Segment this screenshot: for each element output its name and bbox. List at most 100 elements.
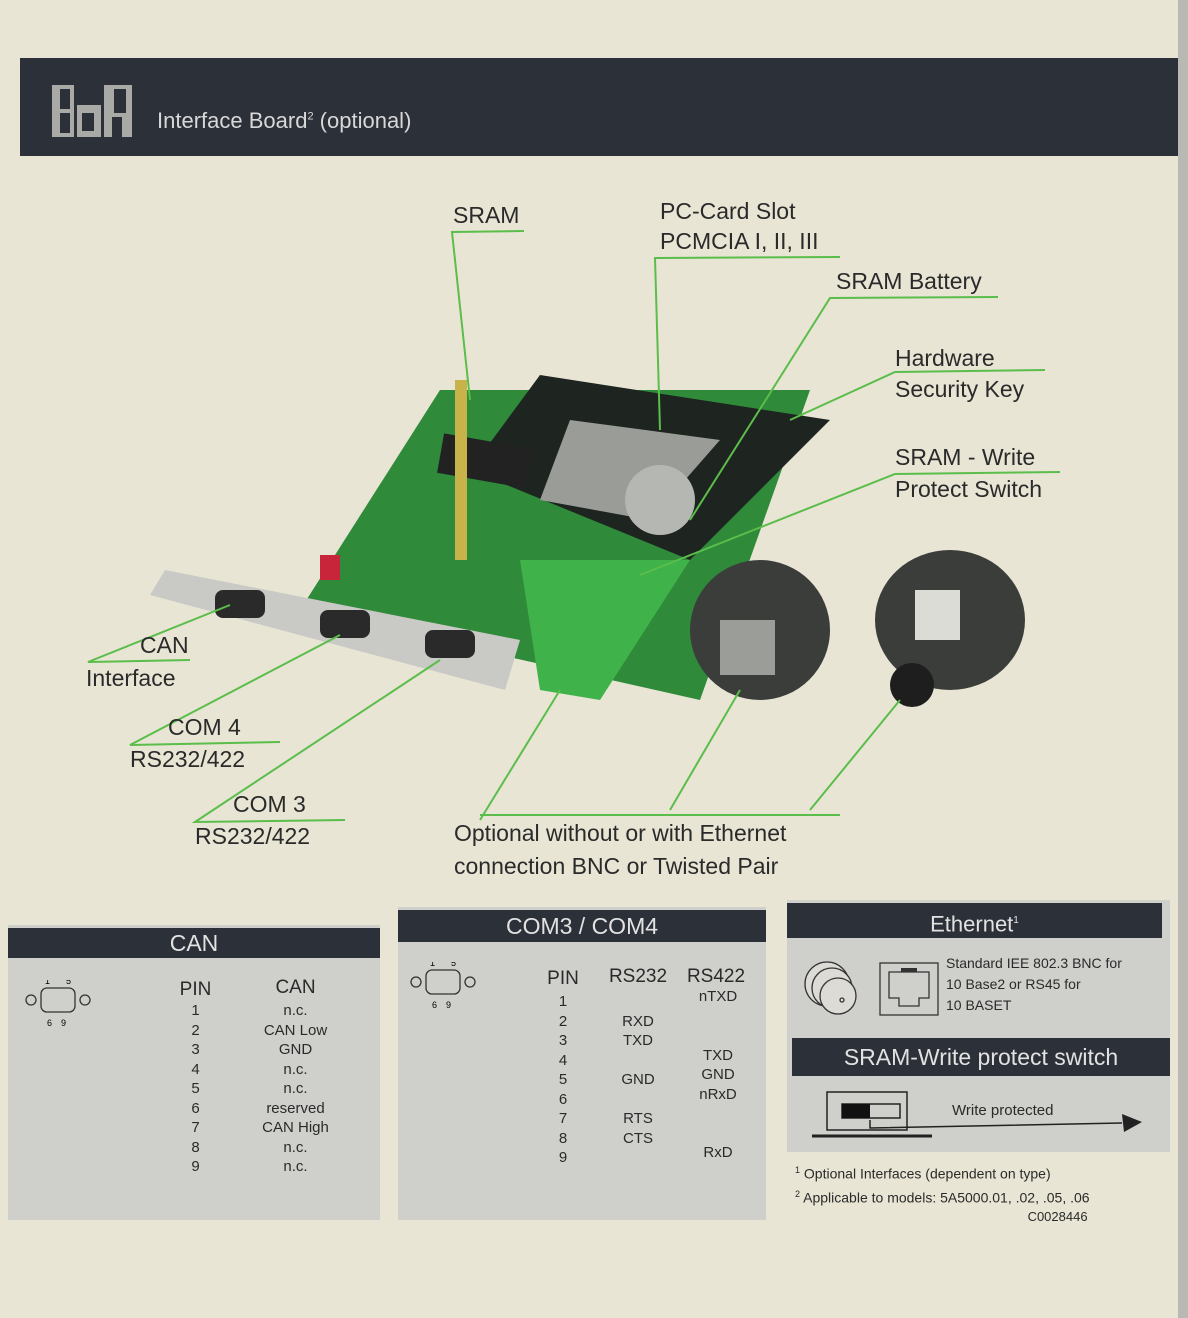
com-rs422-cell: TXD	[703, 1046, 733, 1064]
callout-sram: SRAM	[453, 202, 520, 228]
callout-com4-type: RS232/422	[130, 746, 246, 772]
com-rs422-cell: nTXD	[698, 988, 738, 1005]
svg-text:6: 6	[432, 1000, 437, 1010]
slot-bracket	[150, 570, 520, 690]
ethernet-title-text: Ethernet	[930, 911, 1014, 937]
com-pin-cell: 8	[558, 1129, 568, 1147]
write-protect-switch-diagram	[812, 1091, 1142, 1138]
com-pin-cell: 7	[558, 1110, 568, 1127]
title-suffix: (optional)	[313, 108, 412, 133]
can-signal-cell: n.c.	[283, 1060, 308, 1078]
svg-text:5: 5	[451, 962, 456, 968]
com-col-rs232: RS232	[608, 966, 668, 987]
ethernet-desc-line: 10 BASET	[946, 997, 1012, 1013]
footnotes: 1 Optional Interfaces (dependent on type…	[795, 1160, 1090, 1227]
com-pin-cell: 6	[558, 1090, 568, 1108]
can-signal-cell: n.c.	[283, 1080, 308, 1097]
ethernet-desc-line: Standard IEE 802.3 BNC for	[946, 955, 1122, 971]
callout-ethernet-2: connection BNC or Twisted Pair	[454, 853, 779, 879]
can-pin-cell: 1	[191, 1002, 200, 1019]
can-signal-cell: GND	[278, 1041, 313, 1058]
footnote-1: Optional Interfaces (dependent on type)	[803, 1165, 1051, 1182]
write-protect-title: SRAM-Write protect switch	[792, 1038, 1170, 1076]
com-rs232-cell: TXD	[623, 1032, 653, 1049]
svg-text:5: 5	[66, 980, 71, 986]
svg-text:6: 6	[47, 1018, 52, 1028]
bnc-connector-icon	[804, 961, 857, 1015]
com-pin-cell: 5	[558, 1071, 568, 1088]
footnote-2: Applicable to models: 5A5000.01, .02, .0…	[803, 1189, 1090, 1206]
callout-can: CAN	[140, 632, 189, 658]
callout-protect-switch: Protect Switch	[895, 476, 1042, 502]
ethernet-desc-line: 10 Base2 or RS45 for	[946, 976, 1081, 992]
ethernet-modules	[690, 550, 1025, 707]
can-pin-cell: 3	[191, 1041, 200, 1058]
callout-pc-card-slot: PC-Card Slot	[660, 198, 796, 224]
title-text: Interface Board	[157, 108, 308, 133]
svg-text:1: 1	[45, 980, 50, 986]
callout-com4: COM 4	[168, 714, 241, 740]
can-pin-cell: 4	[191, 1060, 200, 1078]
ethernet-description: Standard IEE 802.3 BNC for 10 Base2 or R…	[946, 953, 1122, 1016]
com-rs232-cell: RTS	[623, 1110, 653, 1127]
board-pcb	[300, 375, 830, 700]
can-col-pin: PIN	[179, 979, 212, 1000]
ethernet-panel: Ethernet1 Standard IEE 802.3 BNC for 10 …	[787, 900, 1170, 1152]
can-pin-cell: 5	[191, 1080, 200, 1097]
com-pin-cell: 1	[558, 993, 568, 1010]
ethernet-title: Ethernet1	[787, 903, 1162, 938]
can-signal-cell: n.c.	[283, 1138, 308, 1156]
board-illustration	[87, 230, 1061, 824]
com-col-rs422: RS422	[686, 966, 746, 987]
callout-can-interface: Interface	[86, 665, 176, 691]
can-table-title: CAN	[8, 928, 380, 958]
com-pin-cell: 2	[558, 1012, 568, 1030]
callout-com3-type: RS232/422	[195, 823, 311, 849]
com-pin-cell: 4	[558, 1051, 568, 1069]
rj45-connector-icon	[879, 962, 939, 1016]
callout-security-key: Security Key	[895, 376, 1025, 402]
com-rs232-cell: CTS	[623, 1129, 653, 1147]
header-bar	[20, 58, 1178, 156]
title-footnote-ref: 2	[307, 110, 314, 123]
can-signal-cell: n.c.	[283, 1158, 308, 1175]
com-rs422-cell: GND	[701, 1066, 735, 1083]
can-signal-cell: reserved	[266, 1099, 325, 1117]
callout-hardware: Hardware	[895, 345, 995, 371]
svg-text:9: 9	[446, 1000, 451, 1010]
can-pin-cell: 8	[191, 1138, 200, 1156]
can-pin-cell: 9	[191, 1158, 200, 1175]
can-pin-cell: 7	[191, 1119, 200, 1136]
page-title: Interface Board2 (optional)	[157, 108, 411, 134]
callout-pcmcia: PCMCIA I, II, III	[660, 228, 819, 254]
com-pin-cell: 9	[558, 1149, 568, 1166]
com-col-pin: PIN	[547, 968, 579, 989]
com-rs232-cell: GND	[621, 1071, 655, 1088]
callout-sram-battery: SRAM Battery	[836, 268, 982, 294]
can-col-can: CAN	[275, 977, 316, 998]
callout-ethernet-1: Optional without or with Ethernet	[454, 820, 787, 846]
callout-lines	[87, 230, 1061, 824]
can-signal-cell: n.c.	[283, 1002, 308, 1019]
write-protected-label: Write protected	[952, 1102, 1054, 1119]
can-pin-cell: 2	[191, 1021, 200, 1039]
svg-text:9: 9	[61, 1018, 66, 1028]
com-rs422-cell: RxD	[703, 1144, 733, 1161]
com-pin-cell: 3	[558, 1032, 568, 1049]
document-code: C0028446	[1027, 1209, 1088, 1225]
callout-sram-write: SRAM - Write	[895, 444, 1036, 470]
com-table-title: COM3 / COM4	[398, 910, 766, 942]
can-signal-cell: CAN High	[262, 1119, 329, 1136]
ethernet-footnote-ref: 1	[1013, 915, 1019, 926]
footnote-1-marker: 1	[795, 1165, 801, 1175]
callout-com3: COM 3	[233, 791, 306, 817]
com-rs232-cell: RXD	[622, 1012, 654, 1030]
can-signal-cell: CAN Low	[263, 1021, 328, 1039]
footnote-2-marker: 2	[795, 1188, 801, 1199]
com-rs422-cell: nRxD	[699, 1085, 737, 1103]
br-logo	[52, 85, 132, 137]
